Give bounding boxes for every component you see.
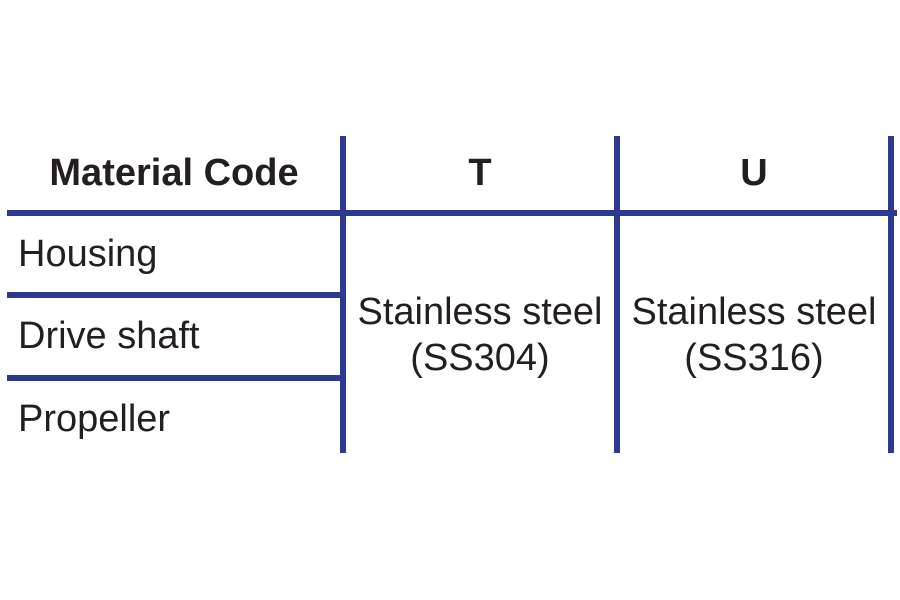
header-code-u: U: [740, 151, 768, 194]
row-divider-drive-shaft: [7, 375, 346, 381]
material-grade-u: (SS316): [684, 336, 824, 379]
header-material-code: Material Code: [49, 151, 299, 194]
material-name-t: Stainless steel: [357, 290, 603, 333]
row-label-drive-shaft: Drive shaft: [18, 315, 200, 357]
column-divider-2: [614, 136, 620, 453]
material-name-u: Stainless steel: [631, 290, 877, 333]
row-label-housing: Housing: [18, 232, 158, 275]
material-cell-t: Stainless steel (SS304): [346, 216, 614, 453]
table-right-border: [888, 136, 894, 453]
material-cell-u: Stainless steel (SS316): [620, 216, 888, 453]
header-divider-rule: [7, 210, 897, 216]
material-grade-t: (SS304): [410, 336, 550, 379]
row-label-propeller: Propeller: [18, 397, 171, 440]
row-divider-housing: [7, 292, 346, 298]
header-code-t: T: [468, 151, 492, 194]
